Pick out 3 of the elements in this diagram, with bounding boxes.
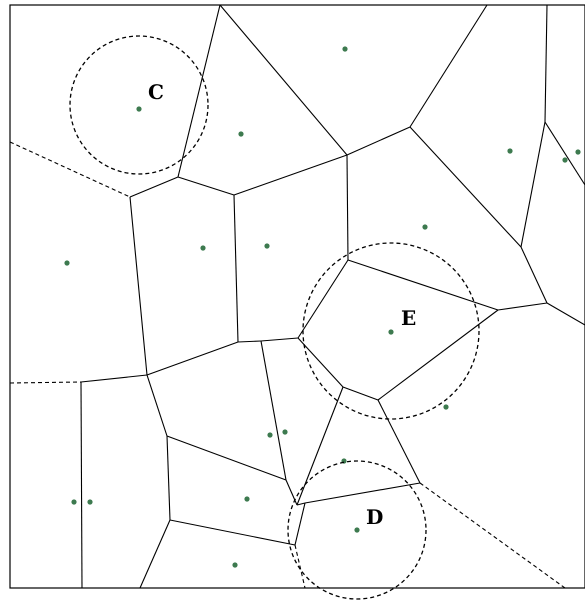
point-label: D bbox=[366, 507, 384, 527]
point-label: C bbox=[148, 82, 164, 102]
point-label: E bbox=[401, 308, 416, 328]
